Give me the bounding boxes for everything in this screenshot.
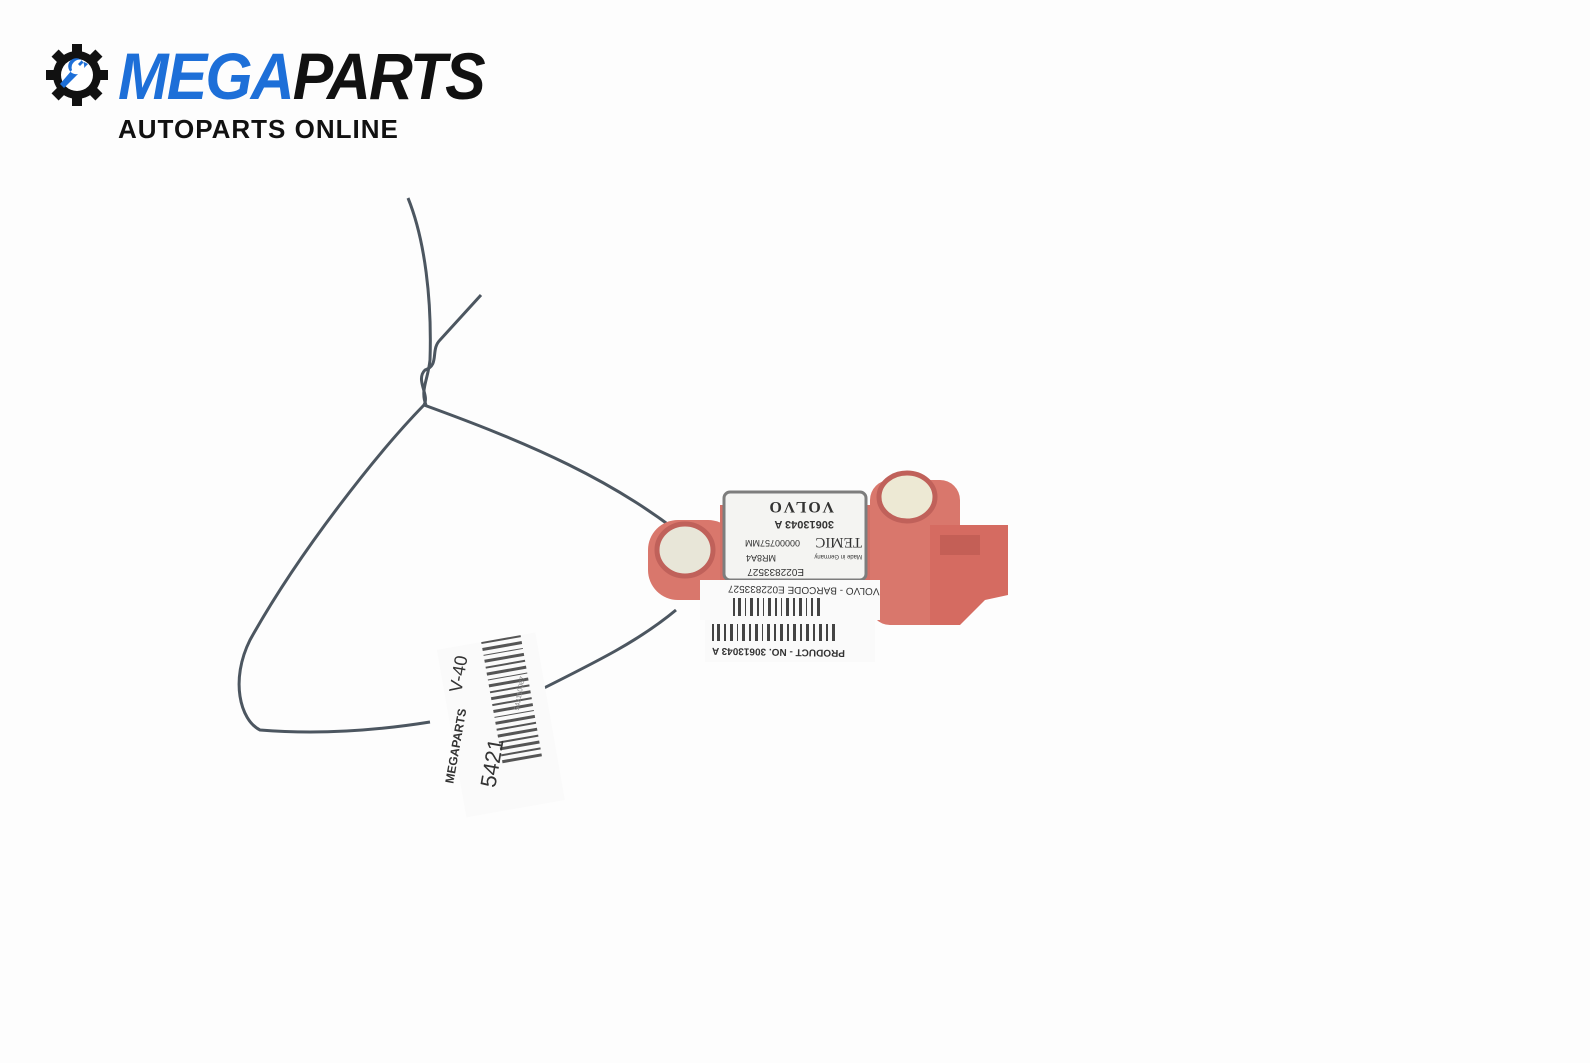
label-serial: E022833527: [747, 566, 804, 577]
inventory-tag: [436, 632, 565, 818]
tagline: AUTOPARTS ONLINE: [118, 114, 399, 144]
label-model: MR8A4: [745, 553, 776, 563]
label-part-number: 30613043 A: [774, 518, 834, 530]
gear-wrench-icon: [46, 44, 108, 106]
label-origin: Made in Germany: [814, 553, 862, 559]
label-code: 00000757MM: [744, 538, 800, 548]
crash-sensor: [648, 470, 1008, 662]
brand-name: MEGAPARTS: [118, 39, 486, 113]
label-maker: TEMIC: [815, 534, 862, 550]
label-brand: VOLVO: [767, 498, 834, 515]
barcode-sticker-text: VOLVO - BARCODE E022833527: [727, 582, 880, 597]
sensor-label: VOLVO 30613043 A TEMIC Made in Germany 0…: [726, 494, 864, 578]
barcode-lines: [712, 598, 835, 641]
product-sticker-text: PRODUCT - NO. 30613043 A: [711, 644, 846, 659]
